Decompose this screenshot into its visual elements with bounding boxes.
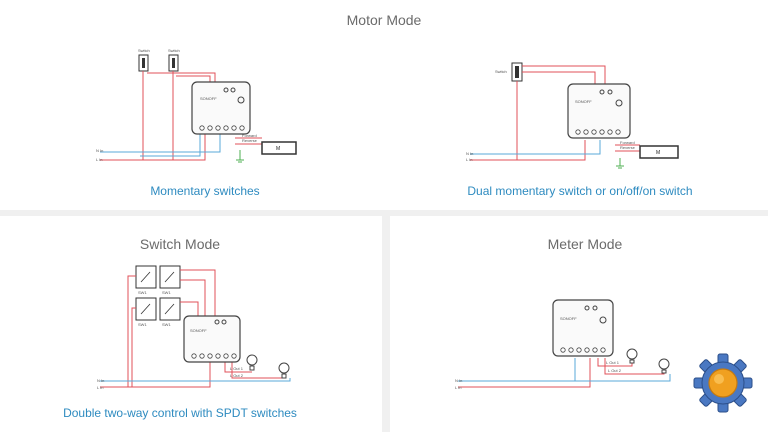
device-module	[191, 81, 251, 135]
l-out1-label: L Out 1	[606, 360, 620, 365]
motor-right-caption: Dual momentary switch or on/off/on switc…	[467, 184, 693, 198]
forward-label: Forward	[242, 133, 257, 138]
n-in-label: N In	[455, 378, 462, 383]
light-bulb-icon	[246, 354, 258, 371]
motor-label: M	[656, 150, 660, 156]
switch-toggle	[515, 66, 519, 78]
motor-left-caption: Momentary switches	[150, 184, 260, 198]
n-in-label: N In	[466, 151, 473, 156]
reverse-label: Reverse	[242, 138, 258, 143]
brand-label: SONOFF	[190, 328, 207, 333]
brand-label: SONOFF	[560, 316, 577, 321]
switch-label: Switch	[495, 69, 507, 74]
l-out2-label: L Out 2	[608, 368, 622, 373]
switch-toggle	[142, 58, 145, 68]
ground-symbol	[616, 158, 624, 169]
device-module	[552, 299, 614, 357]
button-icon	[237, 96, 245, 104]
led-icon	[599, 89, 605, 95]
led-icon	[230, 87, 236, 93]
motor	[261, 141, 297, 155]
forward-label: Forward	[620, 140, 635, 145]
motor-mode-title: Motor Mode	[346, 12, 422, 28]
light-bulb-icon	[278, 362, 290, 379]
light-bulb-icon	[658, 358, 670, 374]
l-in-label: L In	[96, 157, 103, 162]
l-out2-label: L Out 2	[230, 373, 244, 378]
spdt-label: SW1	[138, 290, 147, 295]
motor-mode-panel	[0, 0, 768, 210]
meter-mode-title: Meter Mode	[547, 236, 623, 252]
led-icon	[221, 319, 227, 325]
l-in-label: L In	[97, 385, 104, 390]
spdt-label: SW1	[162, 322, 171, 327]
motor	[639, 145, 679, 159]
button-icon	[615, 99, 623, 107]
brand-label: SONOFF	[200, 96, 217, 101]
brand-label: SONOFF	[575, 99, 592, 104]
switch-mode-caption: Double two-way control with SPDT switche…	[63, 406, 297, 420]
switch-label: Switch	[138, 48, 150, 53]
button-icon	[599, 316, 607, 324]
reverse-label: Reverse	[620, 145, 636, 150]
switch-label: Switch	[168, 48, 180, 53]
led-icon	[584, 305, 590, 311]
spdt-label: SW1	[138, 322, 147, 327]
led-icon	[592, 305, 598, 311]
light-bulb-icon	[626, 348, 638, 364]
spdt-label: SW1	[162, 290, 171, 295]
device-module	[567, 83, 631, 139]
ground-symbol	[236, 150, 244, 163]
l-out1-label: L Out 1	[230, 366, 244, 371]
switch-mode-title: Switch Mode	[139, 236, 221, 252]
n-in-label: N In	[96, 148, 103, 153]
l-in-label: L In	[455, 385, 462, 390]
device-module	[183, 315, 241, 363]
led-icon	[607, 89, 613, 95]
led-icon	[223, 87, 229, 93]
led-icon	[214, 319, 220, 325]
n-in-label: N In	[97, 378, 104, 383]
l-in-label: L In	[466, 157, 473, 162]
switch-toggle	[172, 58, 175, 68]
motor-label: M	[276, 146, 280, 152]
